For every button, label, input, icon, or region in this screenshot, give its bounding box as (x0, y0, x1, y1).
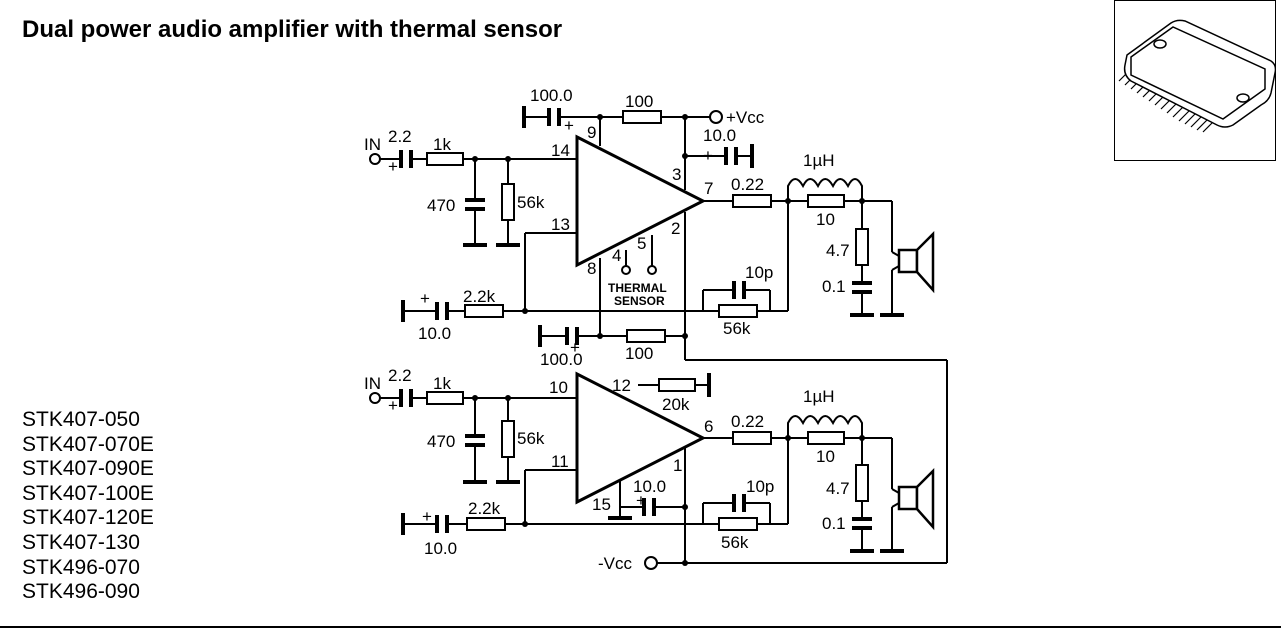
pin-label: 3 (672, 165, 681, 184)
pin-label: 5 (637, 234, 646, 253)
model-item: STK407-070E (22, 432, 154, 456)
model-item: STK407-120E (22, 506, 154, 530)
upper-channel (369, 106, 948, 563)
label-res: 1k (433, 135, 451, 154)
label-res: 10 (816, 447, 835, 466)
pin-label: 13 (551, 215, 570, 234)
label-inductor: 1µH (803, 151, 835, 170)
pin-label: 9 (587, 123, 596, 142)
label-res: 1k (433, 374, 451, 393)
model-item: STK407-130 (22, 530, 140, 554)
label-cap: 10.0 (633, 477, 666, 496)
label-plus: + (420, 289, 430, 308)
label-cap: 10p (745, 263, 773, 282)
pin-label: 6 (704, 417, 713, 436)
pin-label: 8 (587, 259, 596, 278)
label-res: 100 (625, 92, 653, 111)
label-plus: + (388, 157, 398, 176)
pin-label: 12 (612, 376, 631, 395)
pin-label: 1 (673, 456, 682, 475)
model-item: STK496-090 (22, 580, 140, 604)
label-res: 56k (517, 429, 545, 448)
label-res: 2.2k (468, 499, 501, 518)
label-cap: 10.0 (703, 126, 736, 145)
label-cap: 10.0 (424, 539, 457, 558)
label-cap: 2.2 (388, 366, 412, 385)
lower-channel (369, 371, 947, 570)
label-cap: 470 (427, 432, 455, 451)
component-labels: IN 2.2 + 1k 470 56k 100.0 + 100 +Vcc 10.… (364, 86, 850, 573)
pin-label: 2 (671, 219, 680, 238)
op-amp-lower (575, 371, 707, 505)
pin-label: 14 (551, 141, 570, 160)
model-item: STK407-090E (22, 457, 154, 481)
model-list: STK407-050 STK407-070E STK407-090E STK40… (22, 408, 154, 605)
model-item: STK496-070 (22, 555, 140, 579)
label-res: 56k (723, 319, 751, 338)
label-res: 100 (625, 344, 653, 363)
label-vcc: -Vcc (598, 554, 633, 573)
model-item: STK407-100E (22, 481, 154, 505)
bottom-divider (0, 626, 1281, 628)
label-res: 10 (816, 210, 835, 229)
op-amp-upper (575, 134, 707, 268)
model-item: STK407-050 (22, 408, 140, 431)
label-plus: + (422, 507, 432, 526)
label-plus: + (703, 146, 713, 165)
label-cap: 470 (427, 196, 455, 215)
pin-label: 11 (551, 452, 569, 471)
package-image (1114, 0, 1277, 161)
pin-label: 10 (549, 378, 568, 397)
label-res: 4.7 (826, 479, 850, 498)
page-title: Dual power audio amplifier with thermal … (22, 16, 563, 43)
label-cap: 10.0 (418, 324, 451, 343)
label-res: 4.7 (826, 241, 850, 260)
pin-label: 15 (592, 495, 611, 514)
label-res: 2.2k (463, 287, 496, 306)
pin-label: 7 (704, 179, 713, 198)
label-in: IN (364, 135, 381, 154)
label-cap: 10p (746, 477, 774, 496)
label-cap: 100.0 (540, 350, 583, 369)
label-thermal: THERMAL (608, 281, 667, 295)
label-plus: + (388, 396, 398, 415)
label-res: 0.22 (731, 412, 764, 431)
label-cap: 0.1 (822, 514, 846, 533)
label-vcc: +Vcc (726, 108, 765, 127)
label-cap: 100.0 (530, 86, 573, 105)
label-plus: + (564, 116, 574, 135)
label-res: 20k (662, 395, 690, 414)
label-res: 56k (517, 193, 545, 212)
label-res: 0.22 (731, 175, 764, 194)
label-plus: + (636, 491, 646, 510)
label-res: 56k (721, 533, 749, 552)
label-sensor: SENSOR (614, 294, 665, 308)
ic-package-icon (1118, 19, 1277, 133)
label-inductor: 1µH (803, 387, 835, 406)
label-cap: 0.1 (822, 277, 846, 296)
pin-label: 4 (612, 246, 621, 265)
label-in: IN (364, 374, 381, 393)
label-plus: + (570, 338, 580, 357)
label-cap: 2.2 (388, 127, 412, 146)
